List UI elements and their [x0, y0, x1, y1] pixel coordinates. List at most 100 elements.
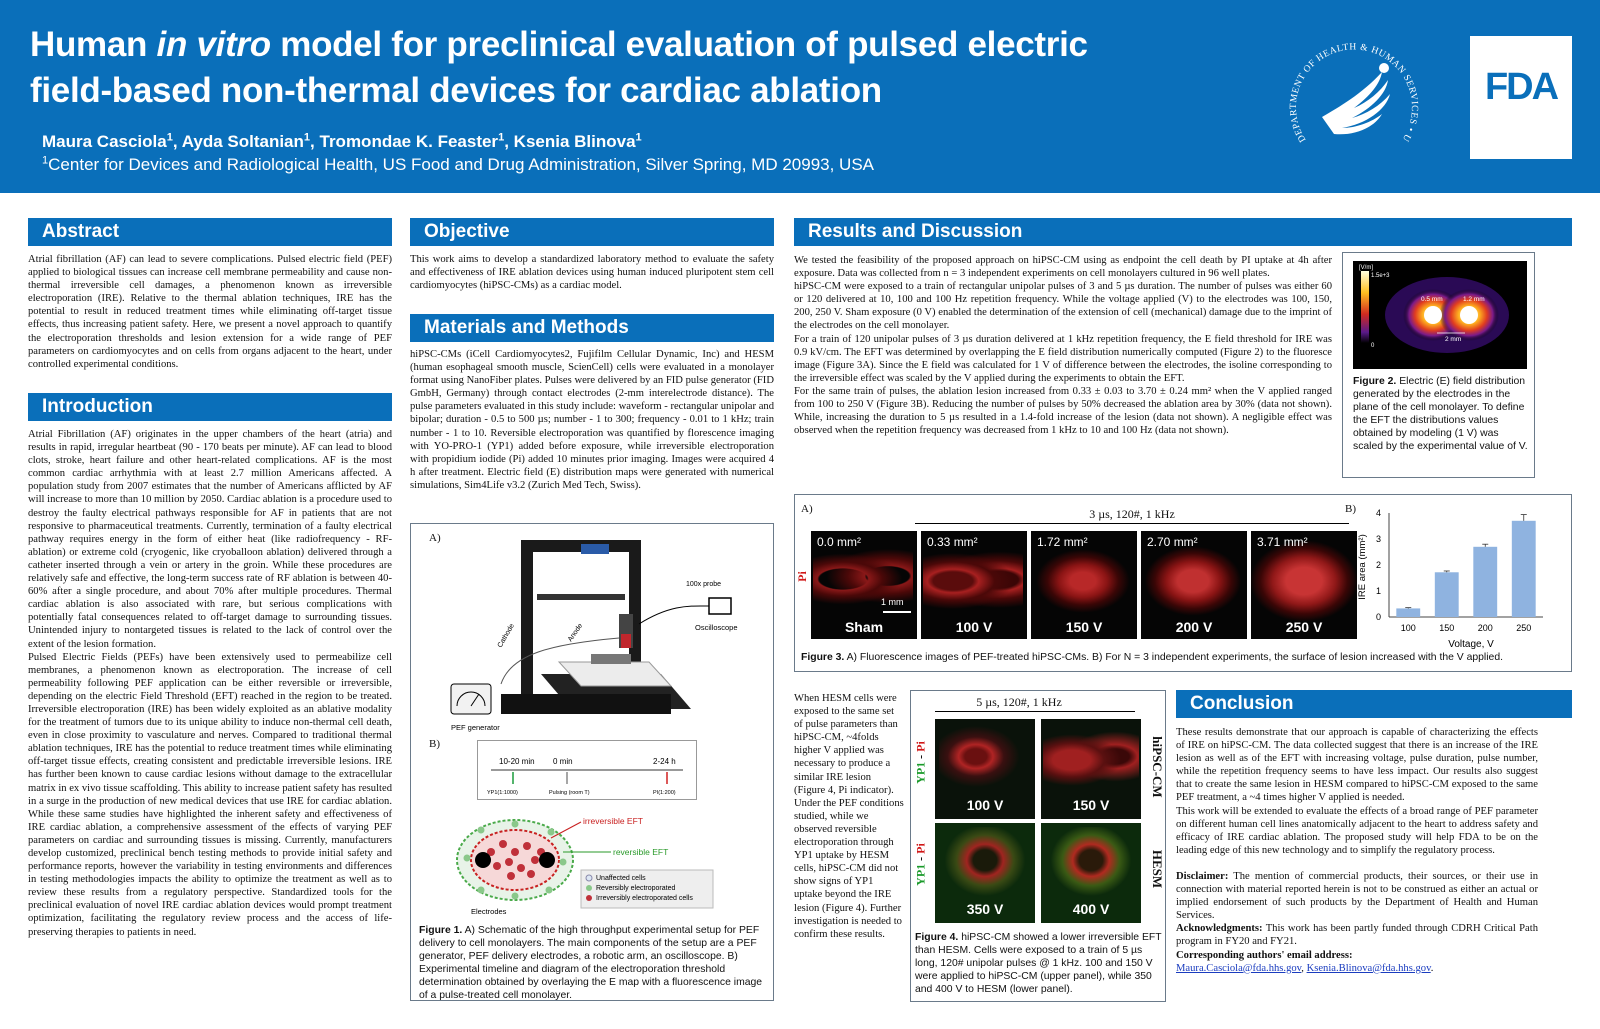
panel-b-label: B) [429, 738, 440, 750]
lesion-area-label: 2.70 mm² [1147, 535, 1198, 549]
x-tick-label: 100 [1401, 623, 1416, 633]
pef-generator-icon [450, 683, 492, 715]
voltage-label: 350 V [966, 901, 1004, 917]
abstract-heading: Abstract [28, 218, 392, 246]
fluorescence-image-150v: 1.72 mm² 150 V [1031, 531, 1137, 639]
colorbar-min: 0 [1371, 343, 1375, 349]
timeline-t2: 0 min [553, 757, 573, 766]
voltage-label: 150 V [1065, 619, 1103, 635]
legend-irreversible: Irreversibly electroporated cells [596, 895, 693, 902]
voltage-label: 100 V [955, 619, 993, 635]
poster-title: Human in vitro model for preclinical eva… [30, 22, 1088, 114]
oscilloscope-label: Oscilloscope [695, 623, 738, 632]
conclusion-text: These results demonstrate that our appro… [1176, 726, 1538, 975]
probe-label: 100x probe [686, 581, 721, 588]
affiliation-text: Center for Devices and Radiological Heal… [48, 155, 875, 174]
figure-1-caption: Figure 1. A) Schematic of the high throu… [419, 924, 767, 1002]
disclaimer: Disclaimer: The mention of commercial pr… [1176, 870, 1538, 922]
fda-logo-text: FDA [1484, 66, 1559, 108]
results-paragraph-4: For the same train of pulses, the ablati… [794, 385, 1332, 437]
x-tick-label: 200 [1478, 623, 1493, 633]
author-affil: 1 [303, 131, 311, 144]
fluorescence-image-hipsc-150v: 150 V [1041, 719, 1141, 819]
scale-bar [883, 611, 911, 613]
distance-label-2: 1.2 mm [1463, 296, 1485, 303]
voltage-label: 200 V [1175, 619, 1213, 635]
email-link-blinova[interactable]: Ksenia.Blinova@fda.hhs.gov [1306, 962, 1431, 974]
figure-3-condition: 3 µs, 120#, 1 kHz [1089, 507, 1175, 521]
panel-a-label: A) [429, 532, 441, 544]
email-link-casciola[interactable]: Maura.Casciola@fda.hhs.gov [1176, 962, 1302, 974]
y-tick-label: 3 [1376, 534, 1381, 544]
timeline-t1: 10-20 min [499, 757, 535, 766]
pi-label: Pi [913, 843, 928, 854]
figure-3-caption-text: A) Fluorescence images of PEF-treated hi… [844, 652, 1503, 663]
author-name: Ksenia Blinova [513, 132, 636, 151]
column-2: Objective This work aims to develop a st… [410, 218, 774, 491]
figure-4-caption: Figure 4. hiPSC-CM showed a lower irreve… [915, 931, 1163, 996]
affiliation-sup: 1 [42, 154, 49, 167]
voltage-label: Sham [844, 619, 884, 635]
figure-3: A) 3 µs, 120#, 1 kHz Pi 0.0 mm² 1 mm Sha… [794, 494, 1572, 672]
stain-separator: - [913, 751, 928, 762]
title-banner: Human in vitro model for preclinical eva… [0, 0, 1600, 193]
timeline-event-yp1: YP1(1:1000) [487, 790, 518, 796]
voltage-label: 250 V [1285, 619, 1323, 635]
conclusion-paragraph-2: This work will be extended to evaluate t… [1176, 805, 1538, 856]
condition-bracket [915, 523, 1349, 524]
y-tick-label: 0 [1376, 612, 1381, 622]
fda-logo: FDA [1470, 36, 1572, 159]
lesion-area-label: 0.33 mm² [927, 535, 978, 549]
anode-label: Anode [567, 622, 584, 643]
author-affil: 1 [635, 131, 642, 144]
title-text-cont: model for preclinical evaluation of puls… [270, 25, 1088, 64]
x-tick-label: 150 [1439, 623, 1454, 633]
fluorescence-image-sham: 0.0 mm² 1 mm Sham [811, 531, 917, 639]
figure-3-caption: Figure 3. A) Fluorescence images of PEF-… [801, 651, 1567, 664]
figure-2-caption-label: Figure 2. [1353, 376, 1397, 387]
fluorescence-image-hipsc-100v: 100 V [935, 719, 1035, 819]
title-line-2: field-based non-thermal devices for card… [30, 71, 882, 110]
pi-stain-label: Pi [794, 571, 809, 582]
lesion-area-label: 3.71 mm² [1257, 535, 1308, 549]
fluorescence-image-hesm-400v: 400 V [1041, 823, 1141, 923]
timeline-t3: 2-24 h [653, 757, 676, 766]
email-separator: , [1301, 962, 1307, 974]
bar-200v [1473, 546, 1498, 617]
introduction-paragraph-2: Pulsed Electric Fields (PEFs) have been … [28, 651, 392, 938]
timeline-event-pi: PI(1:200) [653, 790, 676, 796]
x-axis-label: Voltage, V [1448, 639, 1494, 650]
figure-2: [V/m] 1.5e+3 0 0.5 mm 1.2 mm 2 mm Figure… [1342, 252, 1535, 478]
lesion-area-label: 1.72 mm² [1037, 535, 1088, 549]
figure-4-caption-label: Figure 4. [915, 932, 959, 943]
conclusion-heading: Conclusion [1176, 690, 1572, 718]
results-paragraph-3: For a train of 120 unipolar pulses of 3 … [794, 333, 1332, 384]
experimental-setup-diagram: 100x probe Oscilloscope Cathode Anode PE… [450, 540, 738, 732]
reversible-eft-label: reversible EFT [613, 847, 668, 857]
contact: Corresponding authors' email address: Ma… [1176, 949, 1538, 975]
cathode-label: Cathode [497, 622, 516, 649]
fluorescence-image-200v: 2.70 mm² 200 V [1141, 531, 1247, 639]
voltage-label: 100 V [966, 797, 1004, 813]
pef-generator-label: PEF generator [451, 723, 500, 732]
figure-1-caption-label: Figure 1. [419, 925, 463, 936]
stain-separator: - [913, 853, 928, 864]
timeline-event-pulsing: Pulsing (room T) [549, 790, 590, 796]
acknowledgments: Acknowledgments: This work has been part… [1176, 922, 1538, 948]
author-list: Maura Casciola1, Ayda Soltanian1, Tromon… [42, 131, 642, 151]
cell-legend [580, 869, 714, 909]
electrode-right-icon [539, 852, 555, 868]
distance-label-1: 0.5 mm [1421, 296, 1443, 303]
electric-field-map: [V/m] 1.5e+3 0 0.5 mm 1.2 mm 2 mm [1353, 261, 1527, 369]
author-name: Maura Casciola [42, 132, 167, 151]
irreversible-eft-label: irreversible EFT [583, 816, 643, 826]
voltage-label: 150 V [1072, 797, 1110, 813]
panel-b-label: B) [1345, 503, 1356, 515]
results-paragraph-1: We tested the feasibility of the propose… [794, 255, 1332, 280]
yp1-label: YP1 [913, 761, 928, 784]
methods-heading: Materials and Methods [410, 314, 774, 342]
bar-150v [1434, 572, 1459, 617]
experimental-timeline: 10-20 min 0 min 2-24 h YP1(1:1000) Pulsi… [477, 740, 697, 800]
column-1: Abstract Atrial fibrillation (AF) can le… [28, 218, 392, 938]
scale-bar-label: 1 mm [881, 597, 904, 607]
